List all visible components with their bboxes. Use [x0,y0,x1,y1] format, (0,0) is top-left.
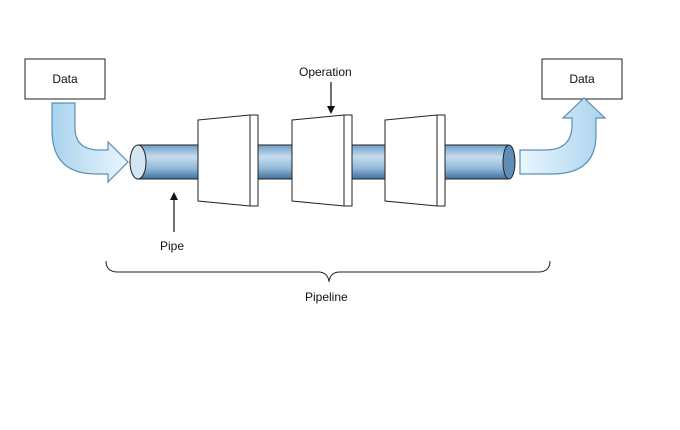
output-data-label: Data [569,72,595,86]
output-data-box [541,58,623,100]
operation-block [291,114,353,207]
operation-label: Operation [299,65,352,79]
pipe-segment [444,144,516,180]
input-data-label: Data [52,72,78,86]
pipe-label: Pipe [160,239,185,253]
operation-pointer-arrow [327,82,335,114]
output-flow-arrow [519,97,607,175]
input-data-box [24,58,106,100]
pipeline-brace [105,260,551,283]
operation-block [197,114,259,207]
pipeline-label: Pipeline [305,290,348,304]
input-flow-arrow [51,102,129,184]
operation-block [384,114,446,207]
pipe-pointer-arrow [170,192,178,232]
